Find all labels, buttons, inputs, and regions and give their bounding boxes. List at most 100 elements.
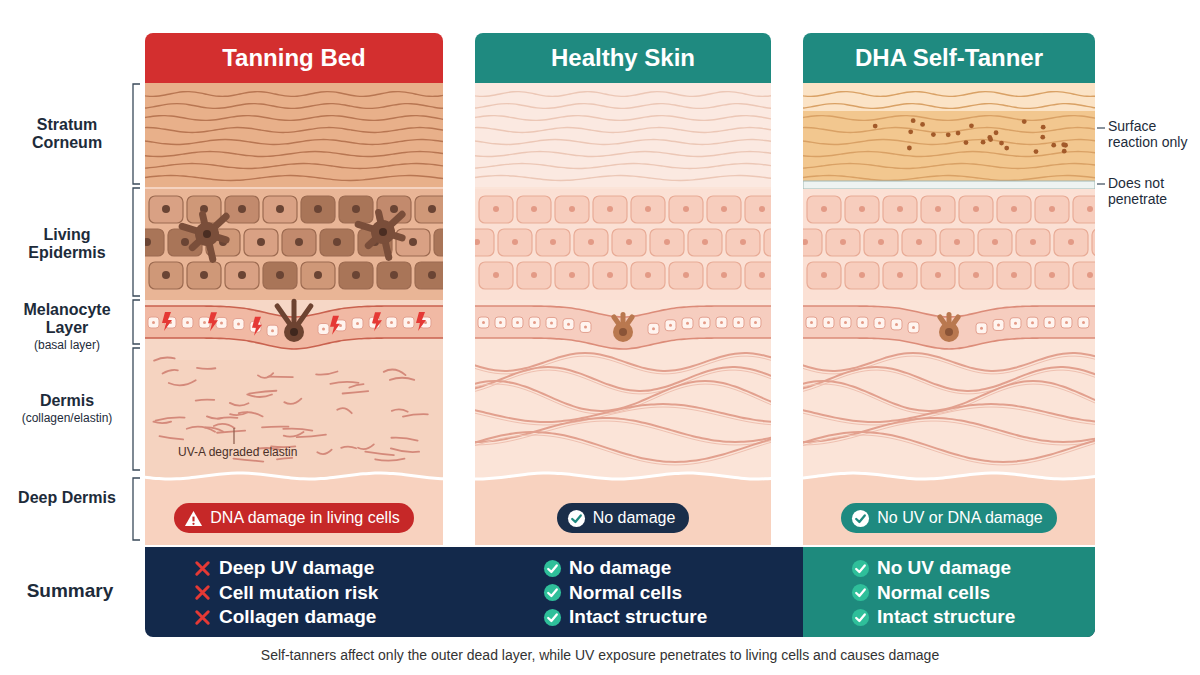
activated-melanocyte xyxy=(182,214,226,259)
basal-cell xyxy=(733,317,744,328)
basal-cell xyxy=(823,317,834,328)
summary-item: Intact structure xyxy=(877,606,1015,628)
basal-layer xyxy=(810,321,813,324)
basal-layer xyxy=(584,325,587,328)
basal-layer xyxy=(803,300,1095,360)
stratum-corneum-layer xyxy=(145,116,443,121)
epidermis-cell xyxy=(282,229,316,256)
summary-row: Intact structure xyxy=(851,605,1089,630)
epidermis-cell xyxy=(555,262,589,289)
layer-sublabel: (collagen/elastin) xyxy=(6,412,128,426)
stratum-corneum-layer xyxy=(475,176,771,181)
summary-item: Intact structure xyxy=(569,606,707,628)
basal-cell xyxy=(512,317,523,328)
cell-nucleus xyxy=(859,206,865,212)
activated-melanocyte xyxy=(195,222,219,246)
cell-nucleus xyxy=(531,206,537,212)
checkT-icon xyxy=(543,583,562,602)
cell-nucleus xyxy=(512,239,518,245)
cell-nucleus xyxy=(645,272,651,278)
epidermis-cell xyxy=(883,262,917,289)
basal-layer xyxy=(186,321,189,324)
epidermis-cell xyxy=(707,262,741,289)
basal-layer xyxy=(499,321,502,324)
collagen-fiber xyxy=(475,435,771,465)
stratum-corneum-layer xyxy=(145,128,443,133)
basal-cell xyxy=(1044,317,1055,328)
activated-melanocyte xyxy=(358,212,402,257)
broken-elastin-fiber xyxy=(317,450,331,454)
basal-layer xyxy=(390,321,393,324)
collagen-fiber xyxy=(475,370,771,394)
epidermis-cell xyxy=(978,229,1012,256)
uv-damage-bolt xyxy=(252,317,262,336)
epidermis-cell xyxy=(1073,196,1095,223)
layer-brackets xyxy=(133,478,140,540)
basal-cell xyxy=(478,317,489,328)
activated-melanocyte xyxy=(379,228,387,236)
stratum-corneum-layer xyxy=(803,128,1095,133)
melanocyte xyxy=(619,328,627,336)
basal-cell xyxy=(403,317,414,328)
epidermis-cell xyxy=(1054,229,1088,256)
summary-item: No UV damage xyxy=(877,557,1011,579)
basal-cell xyxy=(840,317,851,328)
dha-reaction-dot xyxy=(999,141,1004,146)
basal-layer xyxy=(720,321,723,324)
uv-damage-bolt xyxy=(162,312,172,331)
basal-layer xyxy=(737,321,740,324)
epidermis-cell xyxy=(1092,229,1095,256)
stratum-corneum-layer xyxy=(145,164,443,169)
epidermis-cell xyxy=(826,229,860,256)
dha-reaction-dot xyxy=(1040,135,1045,140)
basal-layer xyxy=(152,321,155,324)
stratum-corneum-layer xyxy=(145,152,443,157)
cell-nucleus xyxy=(1030,239,1036,245)
basal-cell xyxy=(546,317,557,328)
cell-nucleus xyxy=(162,205,170,213)
callout-label: Surface reaction only xyxy=(1108,118,1194,150)
broken-elastin-fiber xyxy=(214,424,235,428)
epidermis-cell xyxy=(921,262,955,289)
panel-heading: DHA Self-Tanner xyxy=(803,33,1095,83)
cell-nucleus xyxy=(721,272,727,278)
broken-elastin-fiber xyxy=(284,432,304,437)
basal-cell xyxy=(750,317,761,328)
basal-cell xyxy=(1061,317,1072,328)
cross-icon xyxy=(193,559,212,578)
summary-item: Normal cells xyxy=(569,582,682,604)
epidermis-cell xyxy=(536,229,570,256)
cell-nucleus xyxy=(935,206,941,212)
uv-damage-bolt xyxy=(330,316,340,335)
epidermis-cell xyxy=(1073,262,1095,289)
deep-dermis-layer xyxy=(803,473,1095,479)
summary-item: Deep UV damage xyxy=(219,557,374,579)
epidermis-cell xyxy=(263,262,297,289)
cell-nucleus xyxy=(683,272,689,278)
broken-elastin-fiber xyxy=(155,417,184,420)
cell-nucleus xyxy=(531,272,537,278)
dha-reaction-dot xyxy=(988,137,993,142)
epidermis-cell xyxy=(339,196,373,223)
uv-damage-bolt xyxy=(416,312,426,331)
epidermis-cell xyxy=(574,229,608,256)
skin-cross-section xyxy=(803,83,1095,545)
epidermis-cell xyxy=(145,229,164,256)
cell-nucleus xyxy=(352,205,360,213)
basal-layer xyxy=(827,321,830,324)
checkT-icon xyxy=(851,559,870,578)
cell-nucleus xyxy=(352,271,360,279)
epidermis-cell xyxy=(669,196,703,223)
cell-nucleus xyxy=(1049,206,1055,212)
dha-reaction-dot xyxy=(994,130,999,135)
collagen-fiber xyxy=(475,432,771,462)
cell-nucleus xyxy=(840,239,846,245)
epidermis-cell xyxy=(415,196,443,223)
stratum-corneum-layer xyxy=(145,140,443,145)
collagen-fiber xyxy=(803,435,1095,465)
living-epidermis-layer xyxy=(803,189,1095,307)
cell-nucleus xyxy=(1068,239,1074,245)
melanocyte xyxy=(290,328,298,336)
basal-cell xyxy=(495,317,506,328)
layer-brackets xyxy=(133,188,140,296)
